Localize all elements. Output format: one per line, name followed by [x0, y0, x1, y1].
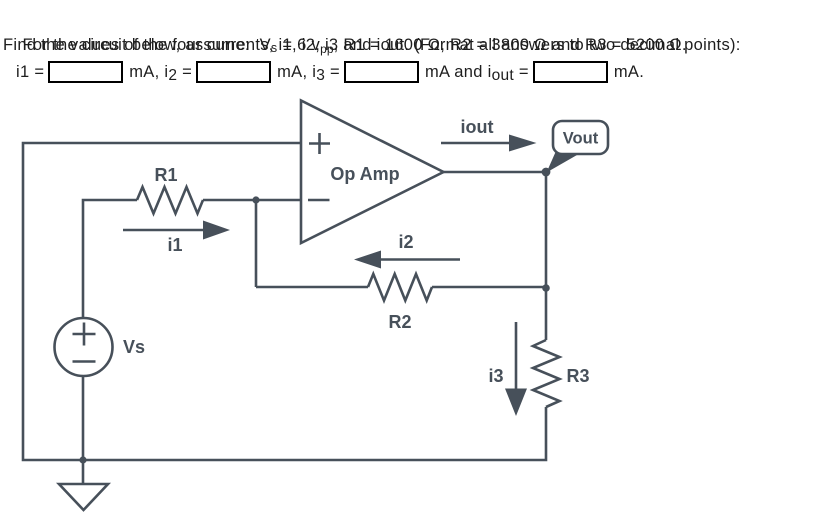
question-line-1: For the circuit below, assume: Vs = 6 vp…: [3, 6, 827, 56]
node-inverting-input: [252, 196, 260, 204]
vout-callout-box: [551, 119, 610, 156]
node-feedback-right: [542, 284, 550, 292]
line1-part2: = 6 v: [277, 36, 321, 54]
iout-label-diagram: iout: [461, 117, 494, 137]
ground-icon: [55, 482, 112, 512]
vout-label: Vout: [563, 130, 599, 148]
r1-resistor: [135, 183, 205, 217]
vs-subscript: s: [270, 41, 278, 55]
line1-part3: , R1 = 1600 Ω, R2 = 3800 Ω and R3 = 5200…: [333, 36, 687, 54]
i1-answer-input[interactable]: [48, 61, 124, 83]
unit-tail: mA.: [613, 62, 645, 81]
node-ground: [79, 456, 87, 464]
i1-arrowhead-icon: [203, 220, 230, 240]
iout-answer-input[interactable]: [532, 61, 608, 83]
opamp-label: Op Amp: [330, 164, 399, 184]
vs-plus-icon: [72, 322, 96, 346]
i3-label-diagram: i3: [488, 366, 503, 386]
vs-source-circle: [53, 316, 114, 378]
r3-resistor: [529, 338, 563, 409]
r2-resistor: [366, 270, 434, 305]
iout-label: mA and iout =: [424, 62, 529, 84]
vs-label: Vs: [123, 337, 145, 357]
i3-answer-input[interactable]: [343, 61, 419, 83]
opamp-plus-icon: [309, 133, 330, 154]
line1-part1: For the circuit below, assume: V: [22, 36, 271, 54]
i3-label: mA, i3 =: [277, 62, 340, 84]
r2-label: R2: [388, 312, 411, 332]
wire-vs-to-r1: [81, 198, 137, 318]
i2-arrowhead-icon: [354, 250, 381, 269]
i1-label-diagram: i1: [167, 235, 182, 255]
i3-arrowhead-icon: [505, 388, 527, 416]
answer-row: i1 = mA, i2 = mA, i3 = mA and iout = mA.: [3, 58, 827, 86]
vout-callout-tail: [546, 151, 577, 173]
question-text: For the circuit below, assume: Vs = 6 vp…: [3, 6, 827, 86]
iout-arrowhead-icon: [509, 134, 537, 152]
r3-label: R3: [566, 366, 589, 386]
question-line-2: Find the values of the four currents, i1…: [3, 36, 741, 54]
wire-outer-loop: [21, 141, 548, 462]
i2-label-diagram: i2: [398, 232, 413, 252]
vpp-subscript: pp: [320, 42, 334, 56]
opamp-triangle: [299, 98, 447, 246]
r1-label: R1: [154, 165, 177, 185]
i2-label: mA, i2 =: [129, 62, 193, 84]
i1-label: i1 =: [16, 62, 45, 81]
i2-answer-input[interactable]: [196, 61, 272, 83]
